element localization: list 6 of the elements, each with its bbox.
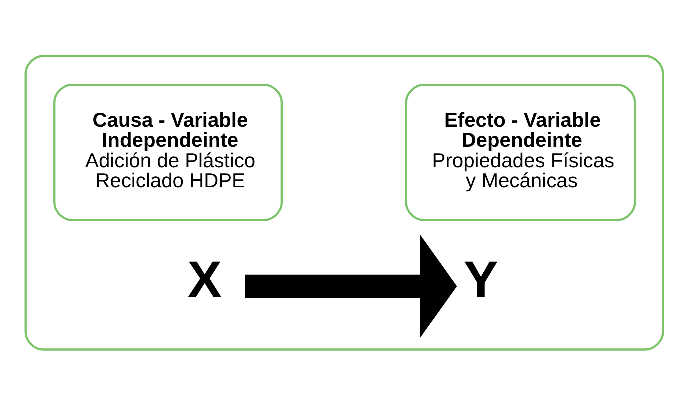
node-box: Efecto - Variable Dependeinte Propiedades Físicas y Mecánicas [405,83,636,221]
node-box: Causa - Variable Independeinte Adición de Plástico Reciclado HDPE [54,83,283,221]
cluster [24,54,664,350]
node-text: Y [464,250,498,308]
arrow [245,234,458,338]
node-text: X [188,250,222,308]
